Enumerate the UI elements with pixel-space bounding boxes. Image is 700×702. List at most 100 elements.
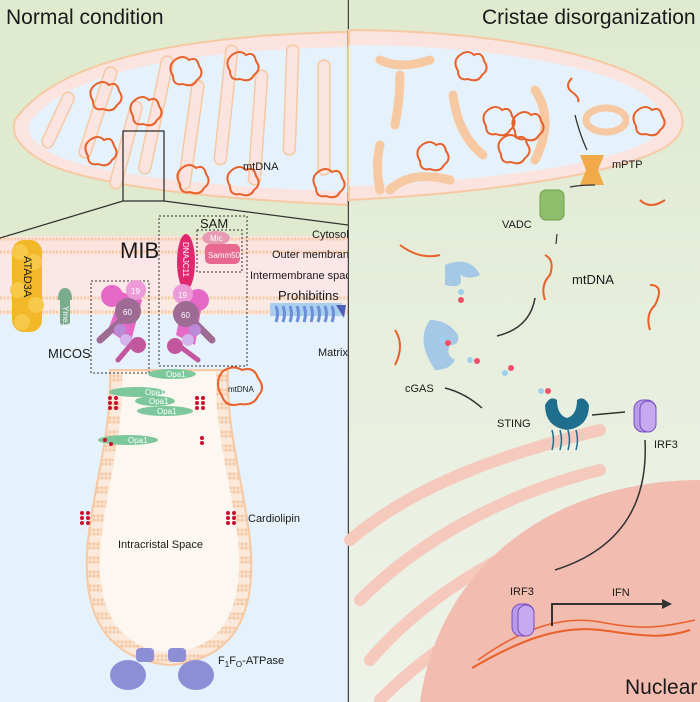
mib-sub19-label: 19 bbox=[178, 291, 187, 300]
irf3-cytosolic-label: IRF3 bbox=[654, 439, 678, 451]
mtdna-circle bbox=[89, 81, 123, 112]
mib-dashed-box bbox=[158, 215, 248, 367]
nucleus bbox=[420, 480, 700, 702]
panel-title-disorganization: Cristae disorganization bbox=[482, 6, 696, 29]
yme1l-protein: Yme1l bbox=[58, 288, 72, 329]
panel-title-normal: Normal condition bbox=[6, 6, 164, 29]
arrow-sting-to-irf3 bbox=[591, 411, 626, 416]
cgas-active bbox=[423, 320, 459, 370]
vadc-channel bbox=[539, 189, 565, 221]
mtdna-label-cytosol: mtDNA bbox=[572, 272, 614, 287]
cristae-disorganized bbox=[373, 55, 630, 195]
mtdna-label-normal: mtDNA bbox=[243, 161, 279, 173]
samm50-label: Samm50 bbox=[208, 251, 241, 260]
sting-label: STING bbox=[497, 418, 531, 430]
micos-sub19-label: 19 bbox=[131, 287, 140, 296]
atpase-label: F1FO-ATPase bbox=[218, 655, 284, 669]
atad3a-label: ATAD3A bbox=[21, 256, 33, 298]
cgas-label: cGAS bbox=[405, 383, 434, 395]
mtdna-circle bbox=[511, 111, 545, 142]
opa1-proteins: Opa1 Opa1 Opa1 Opa1 Opa1 bbox=[98, 369, 196, 445]
mtdna-fragment bbox=[567, 77, 580, 103]
intracristal-space-label: Intracristal Space bbox=[118, 539, 203, 551]
opa1-label: Opa1 bbox=[149, 397, 169, 406]
nuclear-dna bbox=[471, 628, 691, 669]
micos-label: MICOS bbox=[48, 346, 91, 361]
mtdna-cluster-disorganized bbox=[416, 51, 666, 172]
mito-matrix-disorganized bbox=[349, 45, 663, 186]
cristae-normal bbox=[41, 44, 331, 191]
intermembrane-space-bg bbox=[0, 255, 348, 295]
sam-label: SAM bbox=[200, 216, 228, 231]
crista-mtdna-circle bbox=[217, 366, 263, 406]
cgas-inactive bbox=[445, 261, 480, 287]
mib-label: MIB bbox=[120, 238, 159, 263]
mtdna-circle bbox=[169, 56, 203, 87]
outer-membrane bbox=[0, 236, 348, 255]
mib-sub60-label: 60 bbox=[181, 311, 190, 320]
micos-dashed-box bbox=[90, 280, 150, 374]
opa1-label: Opa1 bbox=[128, 436, 148, 445]
cytosolic-mtdna bbox=[394, 199, 666, 366]
mtdna-circle bbox=[84, 136, 118, 167]
mtdna-circle bbox=[454, 51, 488, 82]
mtdna-circle bbox=[176, 164, 210, 195]
cardiolipin-label: Cardiolipin bbox=[248, 513, 300, 525]
nuclear-label: Nuclear bbox=[625, 676, 697, 699]
yme1l-label: Yme1l bbox=[61, 306, 70, 329]
mtdna-circle bbox=[312, 168, 346, 199]
inner-membrane bbox=[0, 295, 348, 315]
arrow-cgas-to-sting bbox=[444, 387, 483, 409]
arrow-mtdna-to-cgas bbox=[496, 297, 536, 337]
crista-mtdna-label: mtDNA bbox=[228, 385, 254, 394]
opa1-label: Opa1 bbox=[145, 388, 165, 397]
prohibitins-label: Prohibitins bbox=[278, 288, 339, 303]
layer-label-cytosol: Cytosol bbox=[312, 229, 349, 241]
arrow-irf3-to-nucleus bbox=[554, 439, 646, 571]
mib-complex: Mic Samm50 DNAJC11 19 60 bbox=[158, 215, 248, 367]
mtdna-circle bbox=[416, 141, 450, 172]
mtdna-cluster-normal bbox=[84, 51, 346, 199]
micos-sub60-label: 60 bbox=[123, 308, 132, 317]
cardiolipin-clusters bbox=[80, 396, 236, 525]
arrow-to-mptp bbox=[574, 114, 588, 151]
zoom-line-left bbox=[0, 200, 124, 239]
ifn-transcription-arrow bbox=[551, 603, 662, 626]
opa1-label: Opa1 bbox=[166, 370, 186, 379]
mtdna-circle bbox=[497, 134, 531, 165]
arrow-mptp-to-vadc bbox=[569, 184, 596, 188]
left-panel: mtDNA Normal condition Cytosol Outer mem… bbox=[0, 6, 357, 702]
opa1-label: Opa1 bbox=[157, 407, 177, 416]
mtdna-circle bbox=[632, 106, 666, 137]
atp-synthase bbox=[110, 648, 214, 690]
arrow-vadc-down bbox=[555, 233, 558, 245]
irf3-nuclear bbox=[511, 603, 535, 637]
dnajc11-label: DNAJC11 bbox=[181, 242, 190, 278]
sam-dashed-box bbox=[196, 229, 243, 273]
mic-small-label: Mic bbox=[210, 234, 222, 243]
layer-label-matrix: Matrix bbox=[318, 347, 348, 359]
atad3a-protein: ATAD3A bbox=[10, 240, 44, 332]
nuclear-dna-strand bbox=[477, 619, 696, 661]
prohibitins-complex bbox=[270, 303, 346, 323]
zoom-box bbox=[122, 130, 165, 202]
vadc-label: VADC bbox=[502, 219, 532, 231]
mtdna-circle bbox=[482, 106, 516, 137]
irf3-nuclear-label: IRF3 bbox=[510, 586, 534, 598]
layer-label-outer-membrane: Outer membrane bbox=[272, 249, 355, 261]
ifn-arrowhead bbox=[662, 599, 672, 609]
right-panel: Cristae disorganization mPTP VADC mtDNA … bbox=[344, 0, 700, 702]
micos-complex: 19 60 bbox=[90, 280, 150, 374]
mtdna-circle bbox=[129, 96, 163, 127]
cgamp-molecules bbox=[439, 289, 551, 394]
mptp-label: mPTP bbox=[612, 159, 643, 171]
sting-protein bbox=[545, 398, 589, 451]
ifn-label: IFN bbox=[612, 587, 630, 599]
zoom-line-right bbox=[163, 200, 349, 226]
mtdna-circle bbox=[226, 166, 260, 197]
mtdna-circle bbox=[226, 51, 260, 82]
layer-label-intermembrane-space: Intermembrane space bbox=[250, 270, 357, 282]
irf3-cytosolic bbox=[633, 399, 657, 433]
